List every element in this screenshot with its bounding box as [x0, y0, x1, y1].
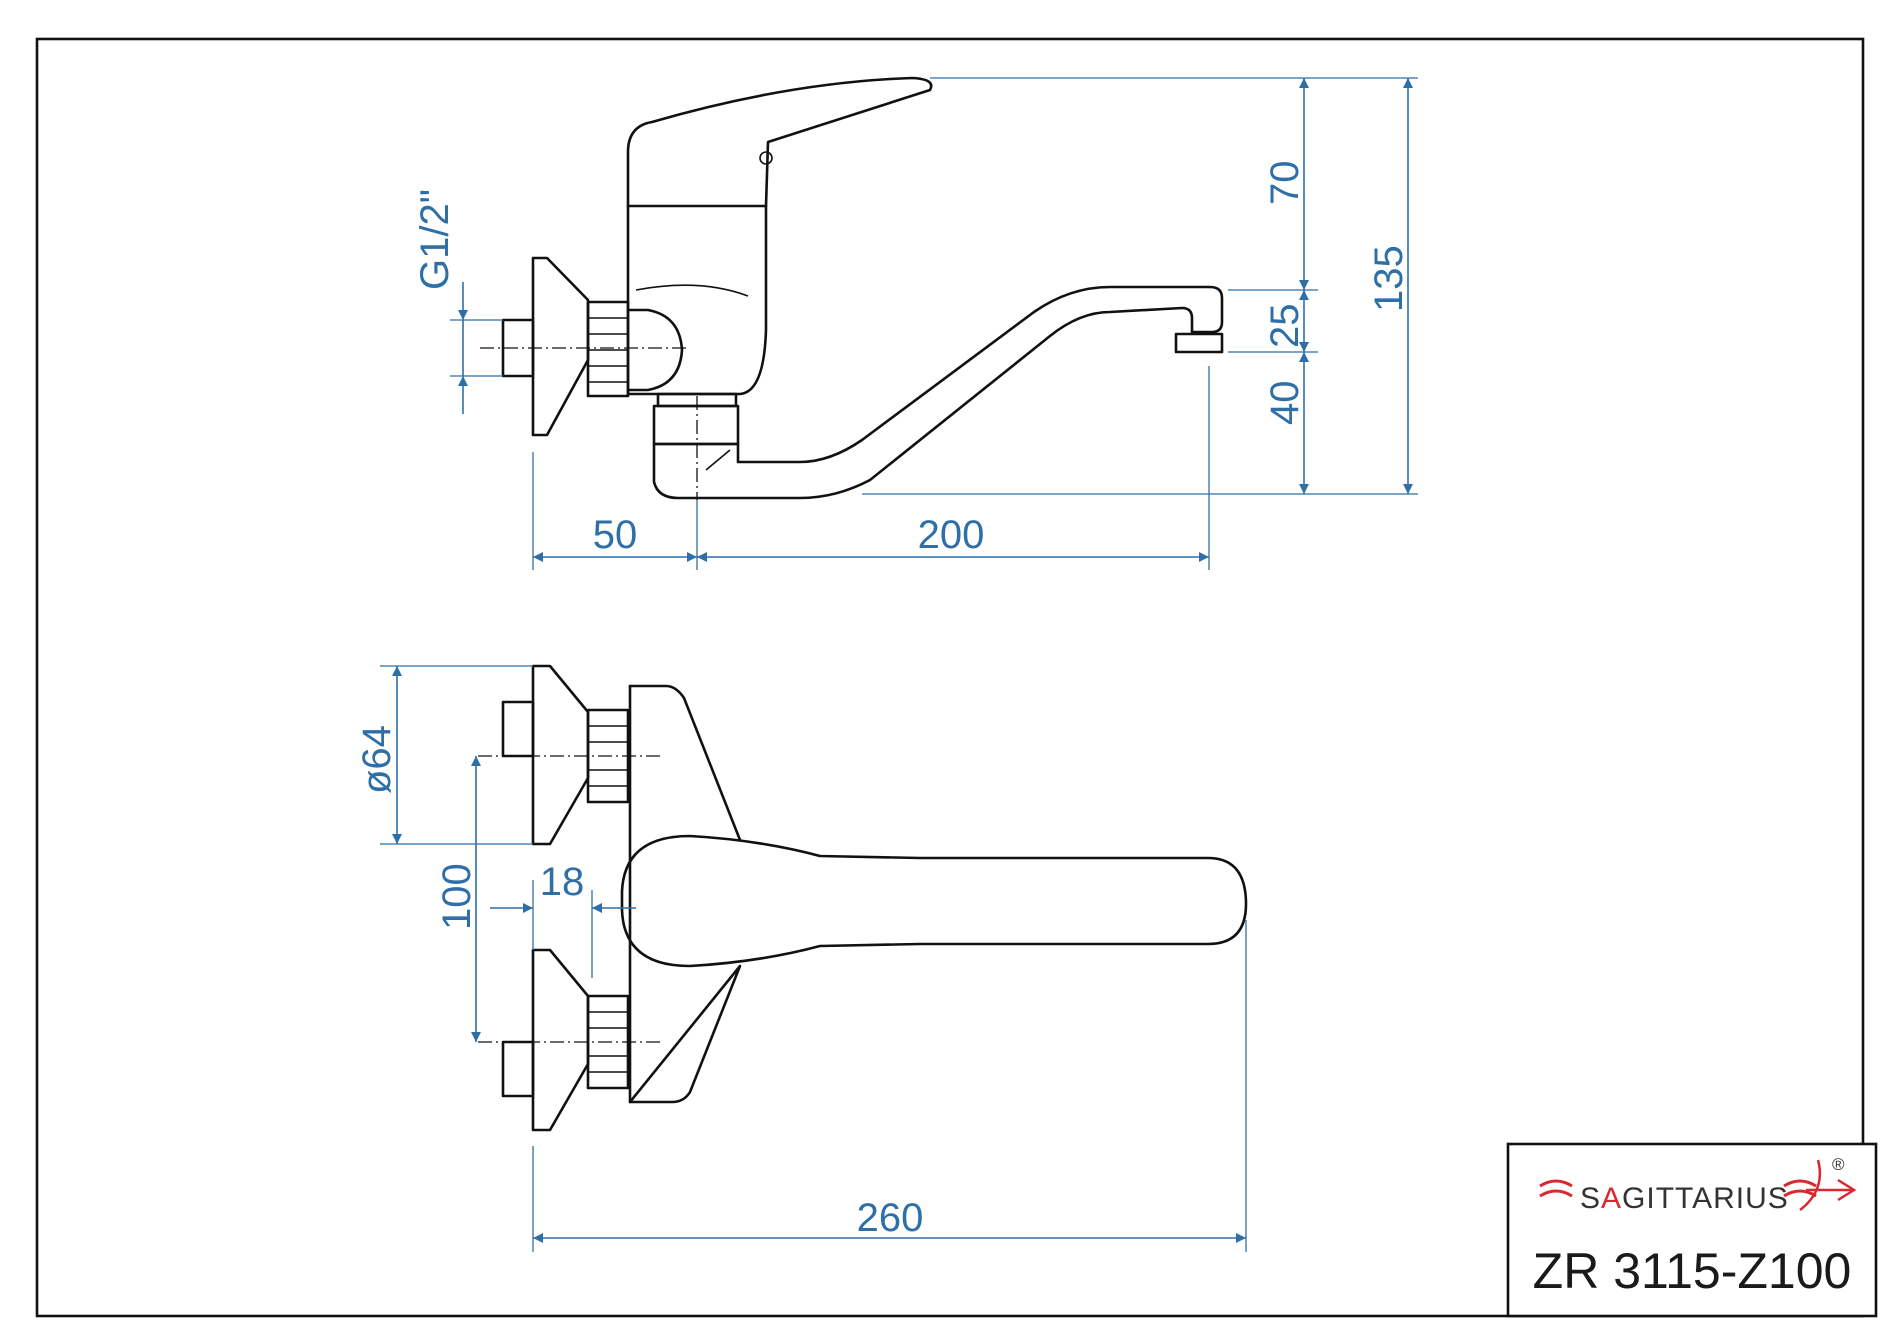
registered-mark: ®	[1832, 1155, 1845, 1174]
lower-inlet-stub	[501, 1040, 535, 1098]
elbow-connector	[626, 308, 684, 392]
drawing-frame	[35, 37, 1865, 1318]
upper-flange	[531, 664, 590, 846]
wall-flange	[531, 256, 590, 437]
lever-handle	[626, 76, 933, 208]
top-view-dimensions: ø64 100 18 260	[355, 665, 1247, 1252]
swivel-ring	[652, 404, 740, 446]
dim-inlet-spacing: 100	[435, 863, 479, 930]
dim-total-height: 135	[1367, 245, 1411, 312]
sagittarius-logo: SAGITTARIUS ®	[1539, 1155, 1857, 1215]
lower-flange	[531, 948, 590, 1132]
dim-wall-offset: 50	[593, 513, 638, 557]
dim-lever-height: 70	[1263, 161, 1307, 206]
dim-total-length: 260	[857, 1196, 924, 1240]
dim-spout-reach: 200	[918, 513, 985, 557]
dim-spout-clearance: 40	[1263, 381, 1307, 426]
dim-flange-diameter: ø64	[355, 725, 399, 794]
model-number: ZR 3115-Z100	[1533, 1243, 1852, 1299]
title-block: SAGITTARIUS ® ZR 3115-Z100	[1506, 1142, 1878, 1318]
side-view	[480, 76, 1224, 500]
brand-name: SAGITTARIUS	[1580, 1182, 1789, 1215]
title-block-frame	[1506, 1142, 1878, 1318]
dim-spout-height: 25	[1263, 304, 1307, 349]
dim-thread-label: G1/2"	[413, 189, 457, 290]
aerator	[1174, 332, 1224, 354]
mixer-body	[626, 204, 768, 396]
top-view	[478, 664, 1248, 1132]
top-body	[628, 684, 742, 1104]
spout	[652, 285, 1224, 500]
side-view-dimensions: G1/2" 70 25 40 135 50 200	[413, 77, 1418, 570]
top-lever-spout	[620, 834, 1248, 968]
upper-inlet-stub	[501, 700, 535, 758]
dim-inlet-depth: 18	[540, 860, 585, 904]
